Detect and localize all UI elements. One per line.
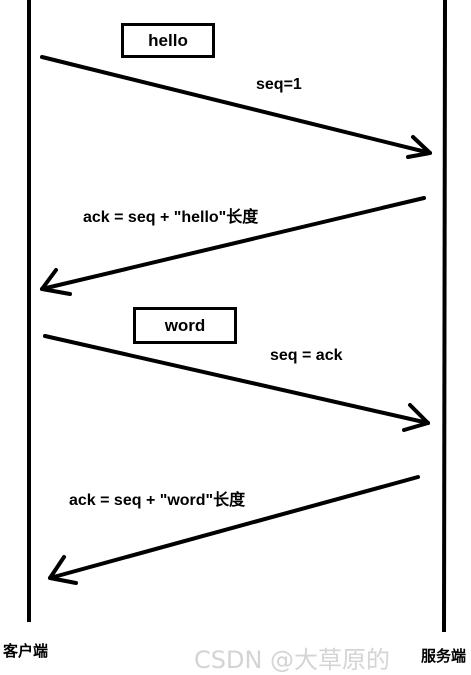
- label-ack-word: ack = seq + "word"长度: [69, 492, 246, 509]
- label-seq-ack: seq = ack: [270, 347, 343, 364]
- message-box-word: word: [133, 307, 237, 344]
- message-box-hello-text: hello: [148, 30, 188, 50]
- message-box-hello: hello: [121, 23, 215, 58]
- participant-server: 服务端: [421, 648, 467, 665]
- label-seq-1: seq=1: [256, 76, 302, 93]
- arrow-hello-request: [40, 55, 432, 159]
- server-lifeline: [442, 0, 447, 633]
- message-box-word-text: word: [164, 315, 206, 335]
- arrow-hello-ack: [40, 196, 426, 296]
- arrow-word-request: [43, 334, 430, 432]
- arrow-word-ack: [48, 475, 420, 585]
- participant-client: 客户端: [3, 643, 49, 660]
- watermark: CSDN @大草原的: [194, 646, 391, 674]
- label-ack-hello: ack = seq + "hello"长度: [83, 209, 259, 226]
